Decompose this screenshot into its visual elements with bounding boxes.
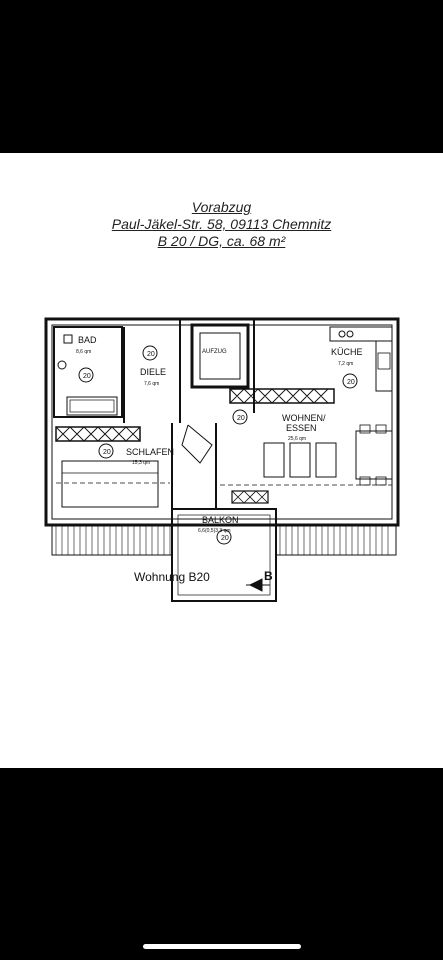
room-bad-code: 20 xyxy=(83,373,91,380)
room-schlafen-area: 15,3 qm xyxy=(132,460,150,466)
title-address: Paul-Jäkel-Str. 58, 09113 Chemnitz xyxy=(111,216,332,232)
apartment-label: Wohnung B20 xyxy=(134,570,210,584)
room-diele-label: DIELE xyxy=(140,367,166,377)
room-wohnen-label: WOHNEN/ xyxy=(282,413,326,423)
room-kueche-label: KÜCHE xyxy=(331,347,363,357)
room-wohnen-area: 25,6 qm xyxy=(288,436,306,442)
room-aufzug-label: AUFZUG xyxy=(202,349,227,355)
room-schlafen-label: SCHLAFEN xyxy=(126,447,174,457)
room-diele-code: 20 xyxy=(147,351,155,358)
title-draft: Vorabzug xyxy=(191,199,252,215)
room-wohnen-code: 20 xyxy=(237,415,245,422)
title-unit: B 20 / DG, ca. 68 m² xyxy=(157,233,286,249)
room-bad-label: BAD xyxy=(78,335,97,345)
room-balkon-code: 20 xyxy=(221,535,229,542)
home-indicator[interactable] xyxy=(143,944,301,949)
room-kueche-area: 7,2 qm xyxy=(338,361,353,367)
floor-plan-document: Vorabzug Paul-Jäkel-Str. 58, 09113 Chemn… xyxy=(0,153,443,768)
title-block: Vorabzug Paul-Jäkel-Str. 58, 09113 Chemn… xyxy=(0,199,443,250)
room-balkon-area: 6,6(0,5)3,3 qm xyxy=(198,528,231,534)
room-essen-label: ESSEN xyxy=(286,423,317,433)
section-marker-label: B xyxy=(264,569,273,583)
room-bad-area: 8,6 qm xyxy=(76,349,91,355)
room-kueche-code: 20 xyxy=(347,379,355,386)
room-balkon-label: BALKON xyxy=(202,515,239,525)
floor-plan: BAD 8,6 qm 20 DIELE 7,6 qm 20 AUFZUG KÜC… xyxy=(44,317,400,602)
room-diele-area: 7,6 qm xyxy=(144,381,159,387)
room-schlafen-code: 20 xyxy=(103,449,111,456)
